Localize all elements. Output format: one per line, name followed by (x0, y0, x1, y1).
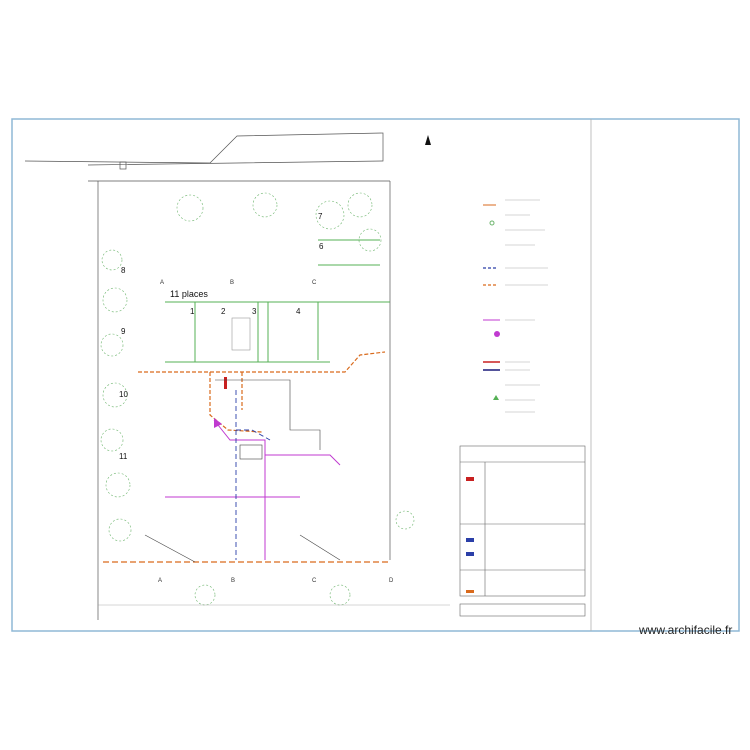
title-block (459, 445, 586, 617)
marker-label: 11 (119, 452, 128, 461)
magenta-marker (214, 418, 222, 428)
watermark-text: www.archifacile.fr (639, 623, 733, 637)
grid-letter: B (230, 280, 234, 286)
grid-letter: A (158, 578, 162, 584)
building-outline (144, 379, 341, 563)
legend-key (483, 199, 548, 413)
grid-letter: D (389, 578, 394, 584)
stall-number: 3 (252, 307, 257, 316)
magenta-network (165, 419, 341, 560)
grid-letter: C (312, 280, 317, 286)
stall-number: 1 (190, 307, 195, 316)
stall-number: 4 (296, 307, 301, 316)
marker-label: 10 (119, 390, 128, 399)
blue-network (235, 390, 271, 560)
sheet-frame (11, 118, 740, 632)
parking-area (165, 239, 390, 363)
marker-label: 9 (121, 327, 126, 336)
title-block-icons (466, 477, 474, 593)
property-boundary (24, 132, 391, 620)
parking-label: 11 places (170, 289, 208, 299)
marker-label: 6 (319, 242, 324, 251)
grid-letter: B (231, 578, 235, 584)
north-arrow-icon (425, 135, 431, 145)
red-fitting (224, 377, 227, 389)
marker-label: 8 (121, 266, 126, 275)
stall-number: 2 (221, 307, 226, 316)
orange-network (103, 351, 390, 563)
marker-label: 7 (318, 212, 323, 221)
vegetation-trees (100, 192, 415, 606)
grid-letter: C (312, 578, 317, 584)
grid-letter: A (160, 280, 164, 286)
